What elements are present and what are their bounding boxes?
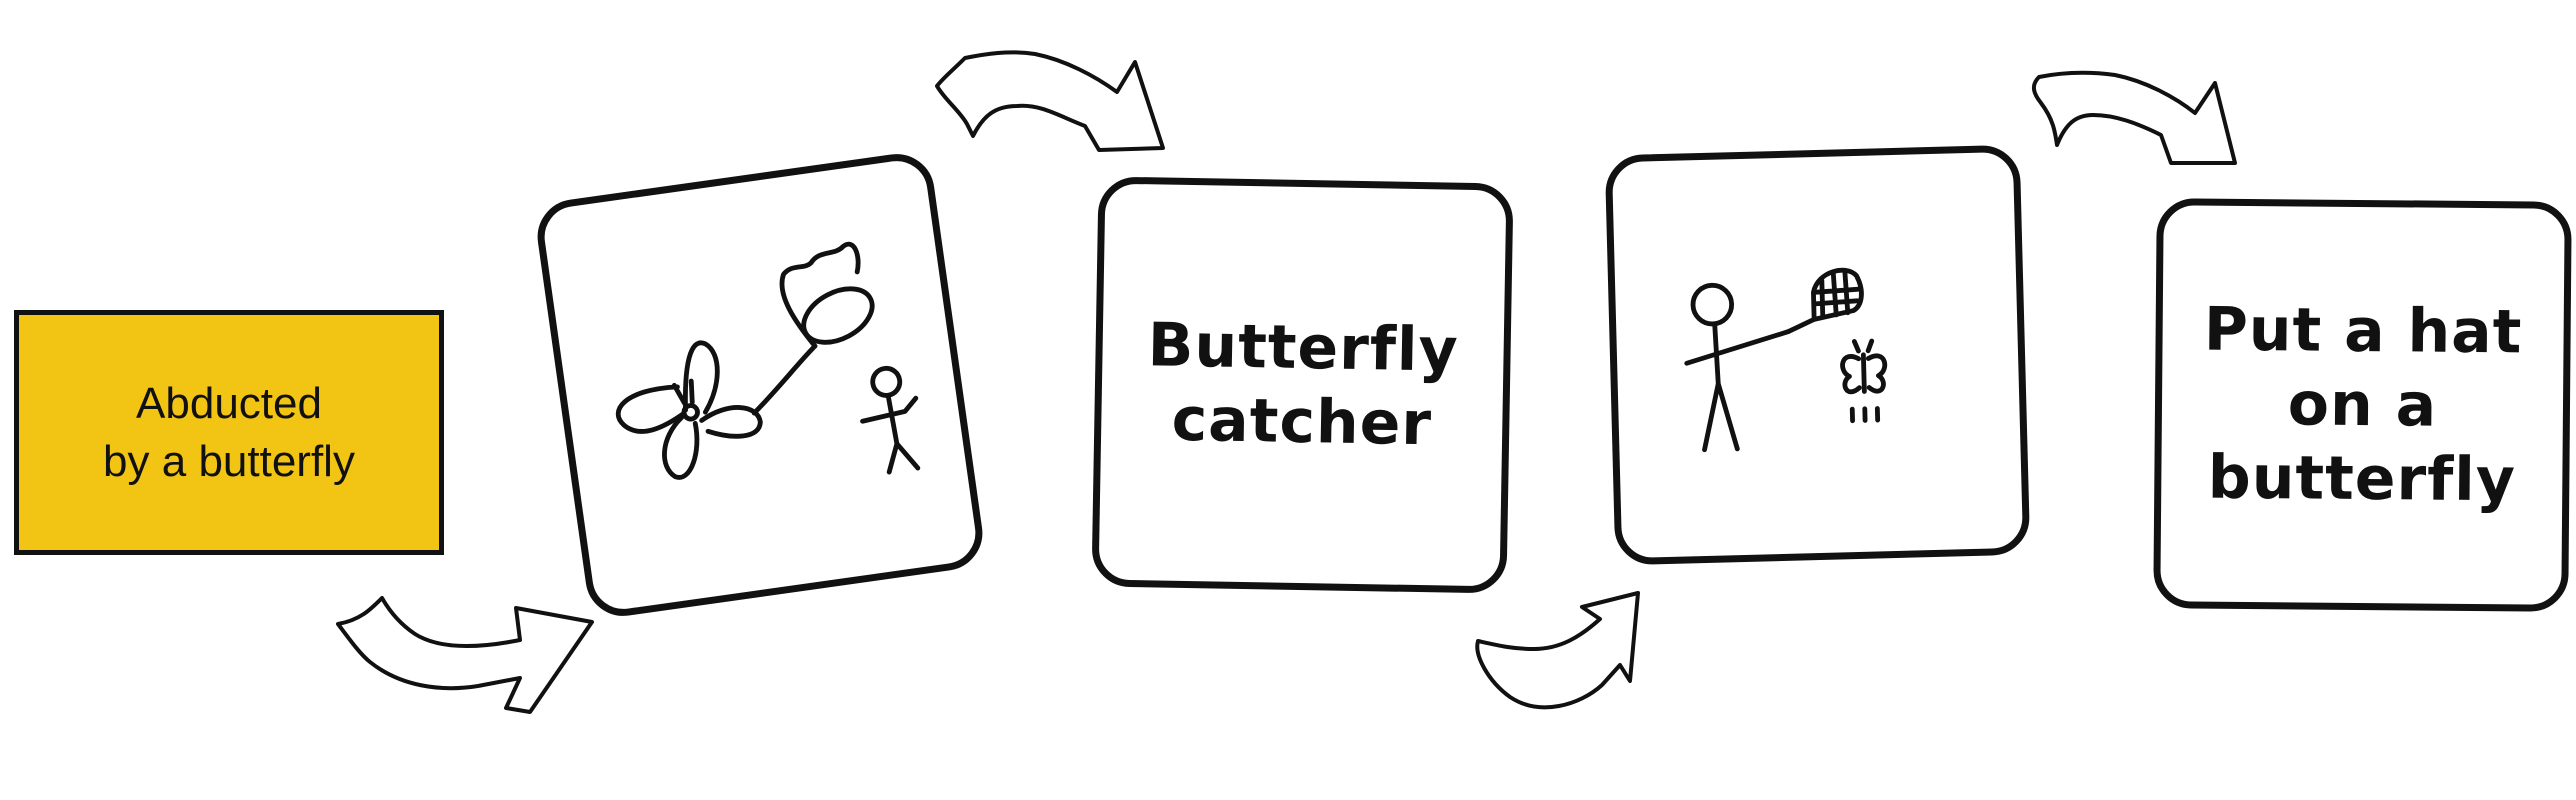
card-butterfly-abduction [532,149,988,621]
start-label-box: Abducted by a butterfly [14,310,444,555]
start-label-text: Abducted by a butterfly [103,378,355,486]
curved-arrow-icon [935,50,1165,152]
card-butterfly-catcher: Butterfly catcher [1091,176,1514,594]
curved-arrow-icon [2032,70,2237,165]
card-stick-figure-net [1604,144,2031,566]
curved-arrow-icon [336,596,594,714]
card-text-butterfly-catcher: Butterfly catcher [1147,310,1460,460]
curved-arrow-icon [1475,591,1640,710]
card-put-a-hat: Put a hat on a butterfly [2153,198,2572,612]
butterfly-abducting-stick-figure-icon [615,241,921,480]
stick-figure-with-net-catching-butterfly-icon [1684,267,1888,453]
card-text-put-a-hat: Put a hat on a butterfly [2203,294,2523,516]
